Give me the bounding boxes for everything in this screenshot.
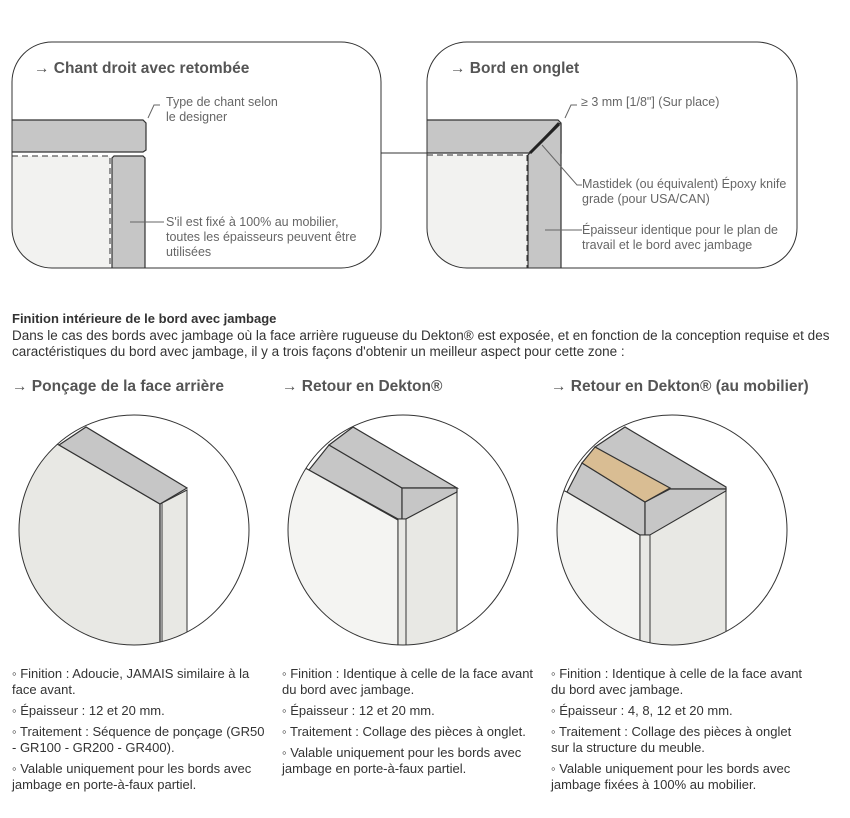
bullets-dekton-furniture: ◦ Finition : Identique à celle de la fac… [551,666,811,798]
bullet-item: ◦ Valable uniquement pour les bords avec… [12,761,252,792]
label-thickness: Épaisseur identique pour le plan de trav… [582,223,778,252]
column-title-sanding: → Ponçage de la face arrière [12,378,224,395]
detail-dekton-return-furniture [557,415,787,645]
label-fixed-furniture: S'il est fixé à 100% au mobilier, toutes… [166,215,357,259]
bullet-item: ◦ Épaisseur : 12 et 20 mm. [12,703,165,718]
label-edge-type: Type de chant selon le designer [166,95,278,124]
bullet-item: ◦ Valable uniquement pour les bords avec… [551,761,791,792]
detail-sanding-back [19,415,249,645]
wood-strip [581,446,672,503]
section-intro: Dans le cas des bords avec jambage où la… [12,328,830,359]
detail-dekton-return [288,415,518,645]
bullet-item: ◦ Épaisseur : 4, 8, 12 et 20 mm. [551,703,733,718]
bullet-item: ◦ Traitement : Séquence de ponçage (GR50… [12,724,265,755]
bullet-item: ◦ Valable uniquement pour les bords avec… [282,745,522,776]
bullet-item: ◦ Épaisseur : 12 et 20 mm. [282,703,435,718]
column-title-dekton-return: → Retour en Dekton® [282,378,443,395]
bullet-item: ◦ Traitement : Collage des pièces à ongl… [282,724,526,739]
label-min-gap: ≥ 3 mm [1/8"] (Sur place) [581,95,720,109]
straight-edge-diagram [12,119,147,268]
bullets-dekton-return: ◦ Finition : Identique à celle de la fac… [282,666,542,782]
box-title-straight-edge: → Chant droit avec retombée [34,60,250,77]
bullets-sanding: ◦ Finition : Adoucie, JAMAIS similaire à… [12,666,272,798]
mitered-edge-diagram [427,119,562,268]
box-mitered-edge [426,41,798,269]
column-title-dekton-furniture: → Retour en Dekton® (au mobilier) [551,378,809,395]
label-mastidek: Mastidek (ou équivalent) Époxy knife gra… [582,177,787,206]
box-title-mitered-edge: → Bord en onglet [450,60,580,77]
bullet-item: ◦ Finition : Adoucie, JAMAIS similaire à… [12,666,250,697]
section-heading: Finition intérieure de le bord avec jamb… [12,311,277,326]
bullet-item: ◦ Finition : Identique à celle de la fac… [282,666,534,697]
bullet-item: ◦ Traitement : Collage des pièces à ongl… [551,724,792,755]
bullet-item: ◦ Finition : Identique à celle de la fac… [551,666,803,697]
box-straight-edge [11,41,382,269]
